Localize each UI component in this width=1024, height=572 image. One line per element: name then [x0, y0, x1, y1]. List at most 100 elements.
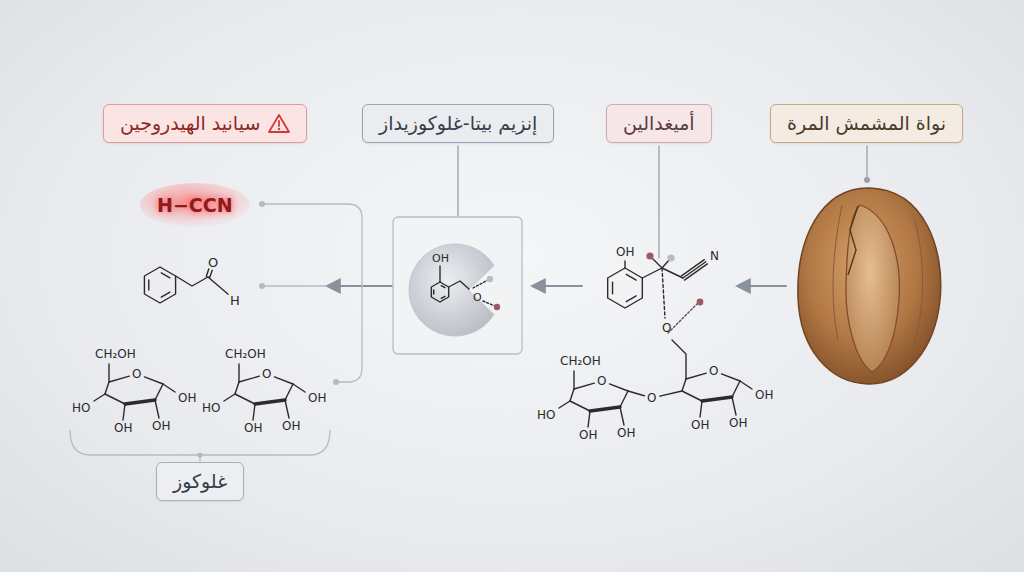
sugar-bond — [573, 371, 574, 389]
warning-mark — [278, 121, 280, 126]
atom-label: OH — [432, 253, 449, 264]
chem-bond — [473, 280, 488, 288]
sugar-bond — [238, 364, 239, 382]
atom-label: O — [597, 375, 606, 387]
product-bracket — [338, 204, 362, 382]
benzene-ring — [626, 274, 636, 280]
kernel-crack — [848, 206, 858, 275]
sugar-bond — [700, 401, 702, 417]
sugar-ring — [255, 400, 285, 404]
atom-label: OH — [244, 422, 262, 434]
warning-triangle — [269, 115, 289, 132]
chem-bond — [439, 266, 440, 282]
atom-label: OH — [308, 392, 326, 404]
sugar-ring — [144, 377, 163, 384]
atom-label: O — [262, 368, 271, 380]
bracket-dot — [197, 452, 202, 457]
sugar-ring — [732, 381, 740, 397]
stereo-dot — [646, 252, 653, 259]
nitrile-bond — [683, 262, 706, 278]
atom-label: OH — [755, 389, 773, 401]
sugar-bond — [732, 397, 736, 415]
benzene-ring — [161, 273, 170, 278]
sugar-bond — [253, 404, 255, 420]
glycosidic-bond — [660, 391, 682, 396]
warning-icon — [268, 113, 290, 133]
atom-label: HO — [202, 402, 220, 414]
atom-label: O — [662, 322, 671, 334]
atom-label: N — [710, 250, 719, 262]
compound-label: أميغدالين — [606, 104, 712, 143]
node-text: نواة المشمش المرة — [787, 112, 946, 135]
chem-bond — [449, 281, 469, 289]
kernel-seed — [846, 205, 900, 372]
sugar-ring — [682, 391, 702, 401]
warning-mark — [278, 128, 280, 130]
atom-label: O — [132, 368, 141, 380]
sugar-bond — [285, 400, 289, 418]
benzene-ring — [431, 282, 448, 302]
product-bracket — [262, 285, 326, 286]
sugar-ring — [105, 382, 109, 394]
atom-label: OH — [114, 422, 132, 434]
product-label: غلوكوز — [156, 462, 244, 501]
sugar-ring — [590, 407, 620, 411]
chem-bond — [651, 257, 662, 268]
sugar-ring — [702, 397, 732, 401]
sugar-bond — [620, 407, 624, 425]
sugar-ring — [686, 373, 706, 379]
node-text: سيانيد الهيدروجين — [120, 112, 260, 135]
sugar-ring — [682, 379, 686, 391]
toxic-glow — [140, 183, 250, 227]
bracket-dot — [333, 379, 339, 385]
atom-label: OH — [152, 420, 170, 432]
sugar-ring — [721, 374, 740, 381]
source-label: نواة المشمش المرة — [770, 104, 963, 143]
atom-label: H — [230, 294, 240, 307]
chem-bond — [208, 277, 228, 294]
sugar-ring — [235, 382, 239, 394]
double-bond — [210, 270, 212, 277]
process-arrow — [328, 285, 392, 287]
node-text: أميغدالين — [623, 112, 695, 135]
bracket-dot — [259, 283, 265, 289]
benzene-ring — [433, 290, 434, 294]
sugar-ring — [109, 376, 129, 382]
benzene-ring — [608, 268, 643, 308]
sugar-bond — [163, 384, 175, 392]
benzene-ring — [612, 282, 613, 293]
sugar-ring — [274, 377, 293, 384]
sugar-bond — [94, 394, 105, 401]
leader-line — [866, 146, 867, 177]
stereo-dot — [697, 299, 704, 306]
atom-label: O — [208, 256, 218, 269]
leader-line — [457, 146, 458, 216]
chem-bond — [483, 301, 495, 306]
enzyme-shape — [409, 244, 494, 336]
sugar-bond — [740, 381, 752, 389]
benzene-ring — [441, 286, 445, 288]
toxin-label: سيانيد الهيدروجين — [103, 104, 307, 143]
formula-label: H−CCN — [157, 196, 233, 215]
atom-label: HO — [537, 409, 555, 421]
sugar-ring — [570, 389, 574, 401]
kernel-texture — [912, 220, 923, 350]
stereo-dot — [487, 276, 493, 282]
nitrile-bond — [685, 264, 708, 280]
benzene-ring — [626, 296, 636, 302]
benzene-ring — [441, 296, 445, 298]
sugar-ring — [609, 384, 628, 391]
sugar-bond — [588, 411, 590, 427]
process-arrow — [738, 285, 786, 287]
chem-bond — [642, 268, 662, 278]
sugar-bond — [293, 384, 305, 392]
benzene-ring — [148, 280, 149, 290]
double-bond — [206, 269, 208, 276]
sugar-bond — [155, 400, 159, 418]
atom-label: O — [473, 292, 482, 303]
sugar-ring — [620, 391, 628, 407]
chem-bond — [624, 261, 625, 268]
sugar-ring — [570, 401, 590, 411]
leader-dot — [864, 177, 870, 183]
